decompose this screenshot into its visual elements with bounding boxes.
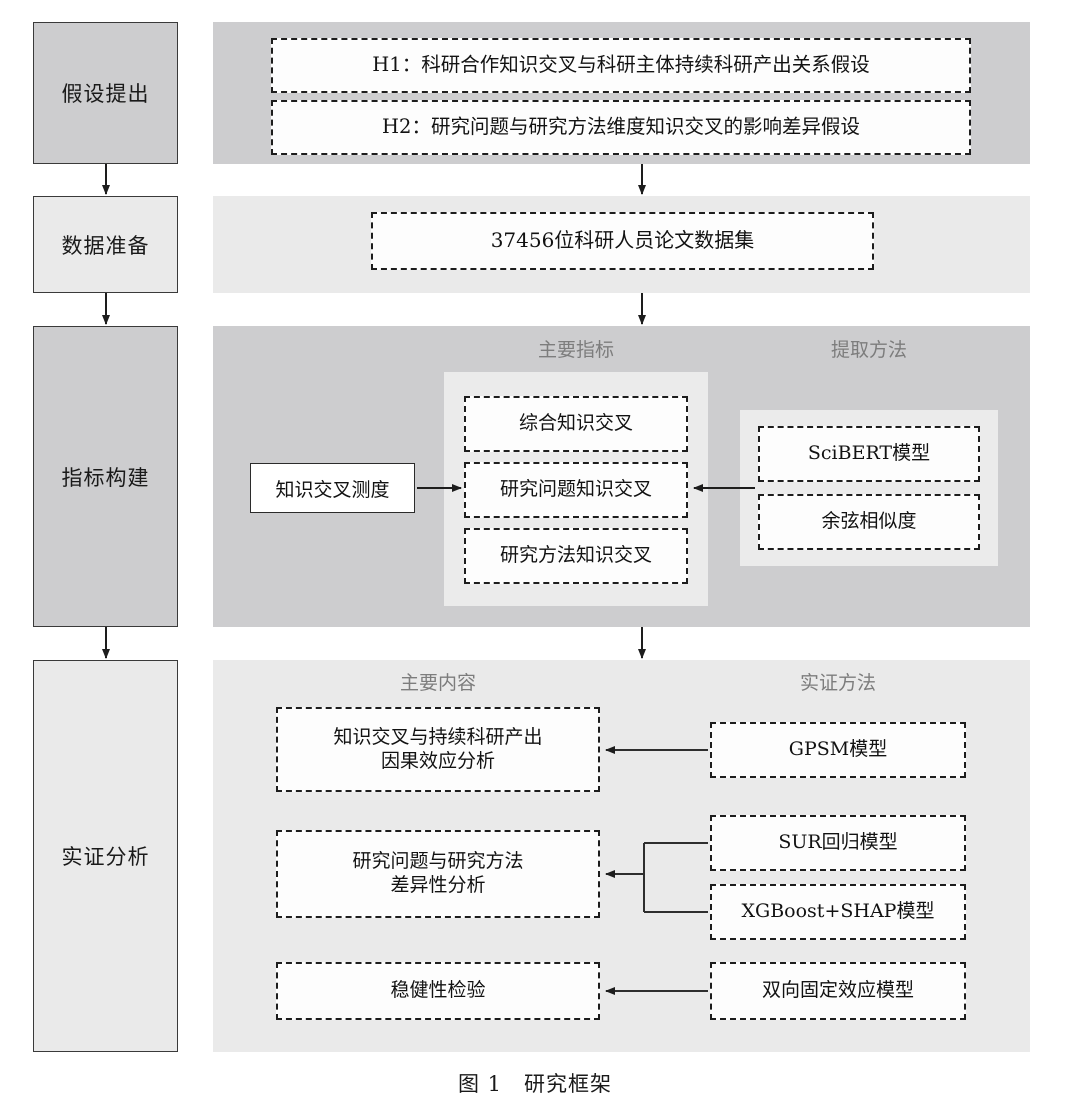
indicator-box-comprehensive[interactable]: 综合知识交叉 [464, 396, 688, 452]
content-label: 知识交叉与持续科研产出 因果效应分析 [333, 725, 543, 772]
indicator-main-header: 主要指标 [446, 335, 706, 362]
stage-box-hypothesis[interactable]: 假设提出 [33, 22, 178, 164]
header-text: 主要指标 [537, 339, 614, 361]
hypothesis-text: H1：科研合作知识交叉与科研主体持续科研产出关系假设 [372, 53, 870, 77]
content-label: 研究问题与研究方法 差异性分析 [352, 850, 524, 896]
stage-box-data-preparation[interactable]: 数据准备 [33, 196, 178, 293]
stage-label: 实证分析 [61, 845, 150, 869]
content-label: 稳健性检验 [390, 979, 486, 1002]
method-label: 余弦相似度 [821, 510, 917, 533]
dataset-box[interactable]: 37456位科研人员论文数据集 [371, 212, 874, 270]
empirical-content-box-causal[interactable]: 知识交叉与持续科研产出 因果效应分析 [276, 707, 600, 792]
hypothesis-box-h1[interactable]: H1：科研合作知识交叉与科研主体持续科研产出关系假设 [271, 38, 971, 93]
stage-label: 指标构建 [61, 465, 150, 490]
knowledge-crossing-measure-box[interactable]: 知识交叉测度 [250, 463, 415, 513]
empirical-content-header: 主要内容 [276, 668, 600, 695]
measure-label: 知识交叉测度 [275, 478, 390, 501]
method-label: SciBERT模型 [807, 442, 931, 465]
indicator-label: 研究问题知识交叉 [499, 478, 652, 501]
indicator-box-research-method[interactable]: 研究方法知识交叉 [464, 528, 688, 584]
empirical-content-box-difference[interactable]: 研究问题与研究方法 差异性分析 [276, 830, 600, 918]
figure-caption: 图 1 研究框架 [0, 1068, 1070, 1098]
method-label: GPSM模型 [788, 738, 888, 761]
indicator-method-header: 提取方法 [740, 335, 998, 362]
empirical-method-box-xgboost-shap[interactable]: XGBoost+SHAP模型 [710, 884, 966, 940]
stage-box-empirical-analysis[interactable]: 实证分析 [33, 660, 178, 1052]
empirical-method-box-gpsm[interactable]: GPSM模型 [710, 722, 966, 778]
indicator-label: 研究方法知识交叉 [499, 544, 652, 567]
method-label: 双向固定效应模型 [761, 979, 914, 1002]
hypothesis-text: H2：研究问题与研究方法维度知识交叉的影响差异假设 [382, 115, 860, 139]
header-text: 提取方法 [830, 339, 907, 361]
stage-label: 数据准备 [61, 233, 150, 258]
indicator-label: 综合知识交叉 [518, 412, 633, 435]
empirical-content-box-robustness[interactable]: 稳健性检验 [276, 962, 600, 1020]
caption-text: 图 1 研究框架 [457, 1072, 613, 1096]
extraction-method-box-scibert[interactable]: SciBERT模型 [758, 426, 980, 482]
empirical-method-header: 实证方法 [710, 668, 966, 695]
empirical-method-box-sur[interactable]: SUR回归模型 [710, 815, 966, 871]
method-label: XGBoost+SHAP模型 [741, 900, 935, 923]
hypothesis-box-h2[interactable]: H2：研究问题与研究方法维度知识交叉的影响差异假设 [271, 100, 971, 155]
dataset-label: 37456位科研人员论文数据集 [490, 228, 755, 253]
method-label: SUR回归模型 [778, 831, 898, 854]
stage-box-indicator-construction[interactable]: 指标构建 [33, 326, 178, 627]
header-text: 主要内容 [399, 672, 476, 694]
header-text: 实证方法 [799, 672, 876, 694]
extraction-method-box-cosine[interactable]: 余弦相似度 [758, 494, 980, 550]
empirical-method-box-two-way-fe[interactable]: 双向固定效应模型 [710, 962, 966, 1020]
stage-label: 假设提出 [61, 82, 150, 106]
indicator-box-research-question[interactable]: 研究问题知识交叉 [464, 462, 688, 518]
